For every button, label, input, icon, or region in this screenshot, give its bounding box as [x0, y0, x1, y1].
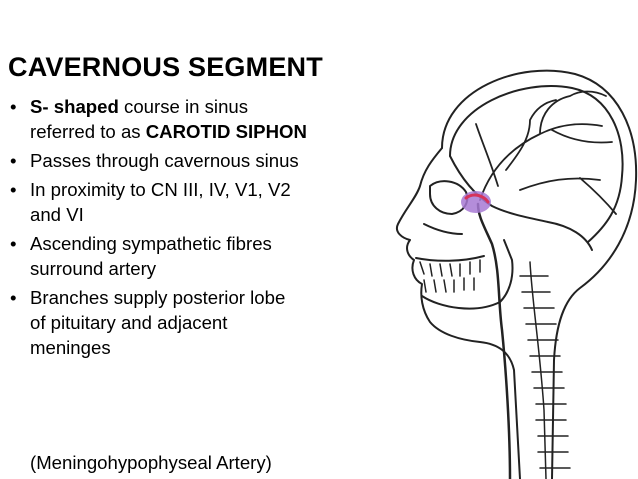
- bullet-list: • S- shaped course in sinus referred to …: [10, 94, 382, 364]
- skull-outline: [449, 85, 624, 243]
- bold-text: S- shaped: [30, 96, 119, 117]
- bullet-text: course in sinus: [118, 96, 249, 117]
- bullet-item: • S- shaped course in sinus referred to …: [10, 94, 382, 144]
- bullet-text: Ascending sympathetic fibres: [30, 233, 272, 254]
- teeth-upper: [419, 259, 481, 277]
- bullet-text: Passes through cavernous sinus: [30, 150, 299, 171]
- carotid-siphon-highlight: [464, 193, 490, 204]
- bullet-text: meninges: [30, 337, 111, 358]
- bullet-marker: •: [10, 287, 17, 308]
- orbit: [429, 180, 469, 215]
- bullet-text: referred to as: [30, 121, 146, 142]
- teeth-lower: [423, 277, 475, 293]
- bullet-item: • Branches supply posterior lobe of pitu…: [10, 285, 382, 360]
- slide-title: CAVERNOUS SEGMENT: [8, 52, 323, 82]
- head-skull-carotid-artery-illustration: [396, 69, 638, 479]
- bullet-item: • Ascending sympathetic fibres surround …: [10, 231, 382, 281]
- nasal-cavity: [423, 223, 463, 235]
- note-text: (Meningohypophyseal Artery): [30, 452, 272, 473]
- bullet-text: In proximity to CN III, IV, V1, V2: [30, 179, 291, 200]
- cerebral-artery-branches: [475, 90, 617, 215]
- bullet-item: • In proximity to CN III, IV, V1, V2 and…: [10, 177, 382, 227]
- face-outline: [396, 147, 521, 479]
- bullet-line: S- shaped course in sinus: [30, 94, 382, 119]
- bold-text: CAROTID SIPHON: [145, 121, 307, 142]
- cervical-spine: [529, 261, 547, 479]
- bullet-marker: •: [10, 96, 17, 117]
- internal-carotid-artery: [476, 202, 512, 479]
- bullet-text: surround artery: [30, 258, 157, 279]
- bullet-marker: •: [10, 179, 17, 200]
- bullet-text: of pituitary and adjacent: [30, 312, 228, 333]
- bullet-text: and VI: [30, 204, 84, 225]
- maxilla: [415, 255, 485, 262]
- bullet-marker: •: [10, 150, 17, 171]
- bullet-item: • Passes through cavernous sinus: [10, 148, 382, 173]
- head-outline: [441, 69, 638, 479]
- skull-base: [449, 155, 593, 251]
- vertebrae: [519, 275, 571, 469]
- bullet-line: referred to as CAROTID SIPHON: [30, 119, 382, 144]
- bullet-marker: •: [10, 233, 17, 254]
- bullet-text: Branches supply posterior lobe: [30, 287, 286, 308]
